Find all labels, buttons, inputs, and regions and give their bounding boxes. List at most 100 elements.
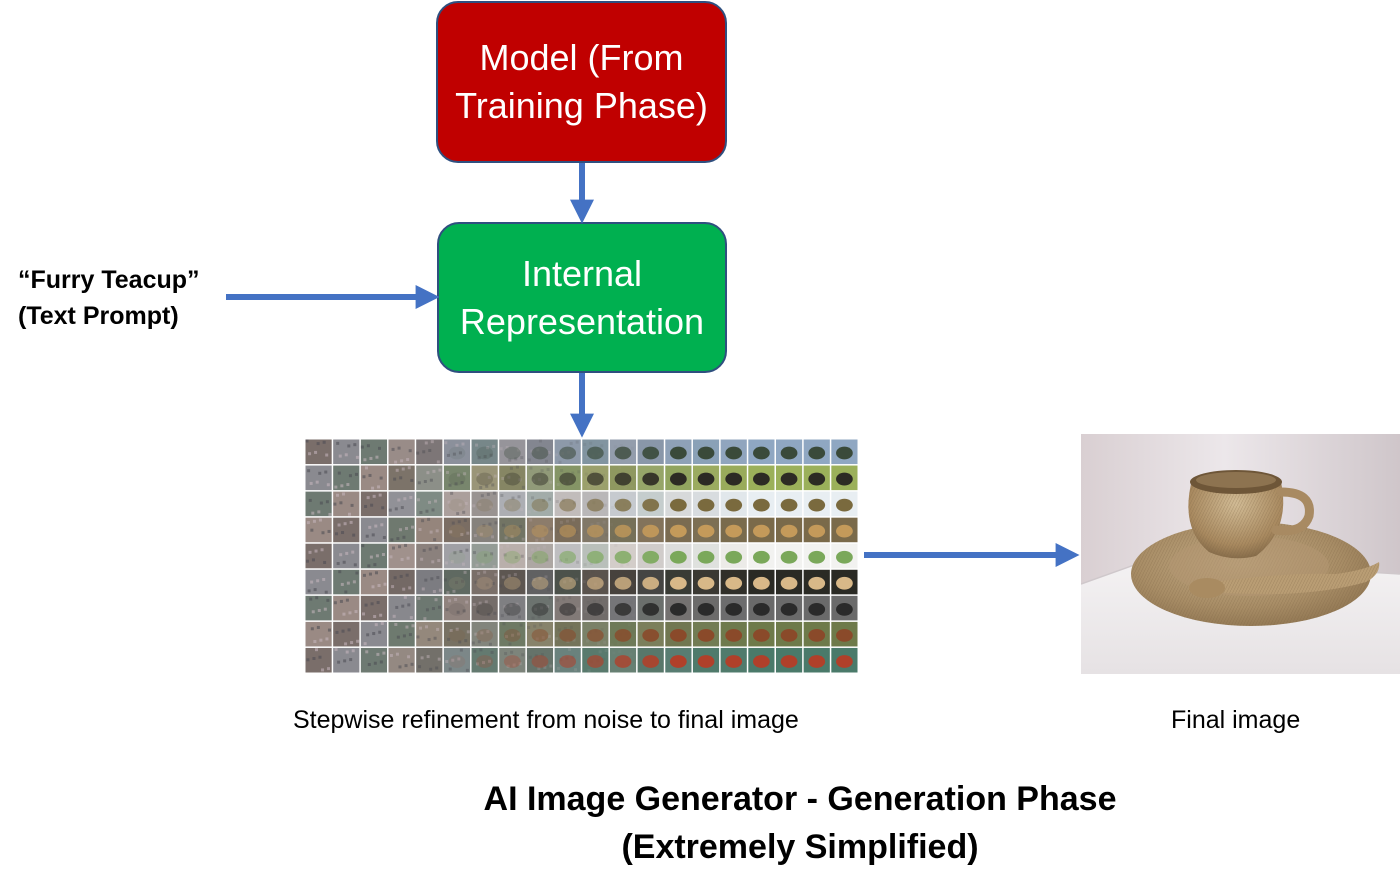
grid-noise-speck [411, 624, 415, 628]
grid-noise-speck [418, 626, 422, 630]
grid-subject [559, 629, 577, 642]
grid-subject [448, 446, 466, 460]
grid-noise-speck [516, 585, 520, 589]
grid-noise-speck [448, 483, 452, 487]
grid-noise-speck [389, 653, 393, 657]
grid-subject [614, 498, 632, 512]
grid-noise-speck [429, 478, 433, 482]
grid-noise-speck [326, 483, 330, 487]
grid-cell [388, 491, 415, 517]
grid-noise-speck [339, 553, 343, 557]
grid-noise-speck [434, 546, 438, 550]
grid-noise-speck [612, 651, 616, 655]
grid-noise-speck [335, 493, 339, 497]
grid-noise-speck [541, 537, 545, 541]
grid-noise-speck [394, 507, 398, 511]
grid-noise-speck [514, 457, 518, 461]
grid-noise-speck [351, 649, 355, 653]
grid-noise-speck [447, 500, 451, 504]
grid-noise-speck [629, 600, 633, 604]
grid-noise-speck [308, 550, 312, 554]
grid-noise-speck [451, 521, 455, 525]
grid-noise-speck [584, 609, 588, 613]
grid-noise-speck [318, 655, 322, 659]
grid-noise-speck [558, 559, 562, 563]
grid-cell [443, 439, 471, 465]
grid-noise-speck [449, 629, 453, 632]
grid-noise-speck [395, 468, 399, 472]
grid-noise-speck [376, 601, 380, 605]
grid-noise-speck [363, 642, 367, 646]
grid-subject [836, 629, 853, 642]
grid-cell [499, 595, 526, 621]
grid-noise-speck [429, 530, 433, 534]
grid-noise-speck [462, 609, 466, 613]
grid-noise-speck [325, 453, 329, 457]
grid-noise-speck [377, 584, 381, 587]
grid-subject [725, 602, 743, 616]
grid-subject [836, 602, 853, 616]
grid-noise-speck [311, 511, 315, 515]
grid-noise-speck [624, 486, 628, 490]
grid-noise-speck [420, 557, 424, 561]
grid-noise-speck [310, 528, 314, 532]
grid-noise-speck [322, 577, 326, 581]
grid-noise-speck [347, 444, 351, 448]
grid-noise-speck [480, 494, 484, 498]
grid-cell [416, 595, 443, 621]
grid-noise-speck [379, 476, 383, 480]
grid-noise-speck [491, 535, 495, 539]
grid-noise-speck [405, 625, 409, 629]
grid-noise-speck [529, 518, 533, 522]
grid-noise-speck [535, 585, 539, 589]
grid-noise-speck [587, 669, 591, 673]
grid-noise-speck [616, 641, 620, 645]
grid-noise-speck [610, 643, 614, 647]
grid-noise-speck [528, 557, 532, 561]
grid-noise-speck [537, 615, 541, 619]
grid-subject [531, 655, 549, 668]
grid-noise-speck [534, 607, 538, 611]
grid-noise-speck [314, 549, 318, 553]
grid-subject [531, 602, 549, 616]
grid-noise-speck [500, 614, 504, 618]
grid-noise-speck [576, 607, 580, 611]
grid-noise-speck [366, 444, 370, 448]
grid-noise-speck [476, 610, 480, 614]
grid-noise-speck [398, 545, 402, 549]
grid-cell [471, 621, 498, 647]
grid-cell [388, 465, 415, 491]
grid-cell [499, 647, 526, 673]
grid-subject [642, 472, 660, 486]
grid-noise-speck [569, 625, 573, 629]
grid-noise-speck [564, 511, 568, 515]
grid-noise-speck [514, 556, 518, 560]
grid-subject [669, 655, 687, 668]
grid-noise-speck [631, 630, 635, 634]
grid-noise-speck [471, 641, 475, 645]
grid-subject [614, 576, 632, 590]
grid-subject [808, 524, 826, 538]
grid-noise-speck [324, 590, 328, 594]
grid-noise-speck [611, 552, 615, 556]
grid-noise-speck [461, 579, 465, 583]
grid-noise-speck [362, 612, 366, 616]
grid-noise-speck [406, 458, 410, 462]
grid-cell [416, 465, 443, 491]
grid-noise-speck [311, 610, 315, 614]
grid-noise-speck [547, 634, 551, 638]
model-box: Model (From Training Phase) [436, 1, 727, 163]
grid-noise-speck [632, 613, 636, 617]
grid-subject [697, 576, 715, 590]
grid-noise-speck [420, 656, 424, 660]
grid-noise-speck [393, 576, 397, 580]
grid-noise-speck [421, 519, 425, 523]
grid-noise-speck [475, 563, 479, 567]
grid-noise-speck [410, 478, 414, 482]
grid-noise-speck [455, 443, 459, 447]
grid-cell [305, 621, 332, 647]
grid-noise-speck [310, 627, 314, 631]
grid-noise-speck [448, 599, 452, 603]
grid-noise-speck [492, 444, 496, 448]
grid-noise-speck [570, 510, 574, 514]
